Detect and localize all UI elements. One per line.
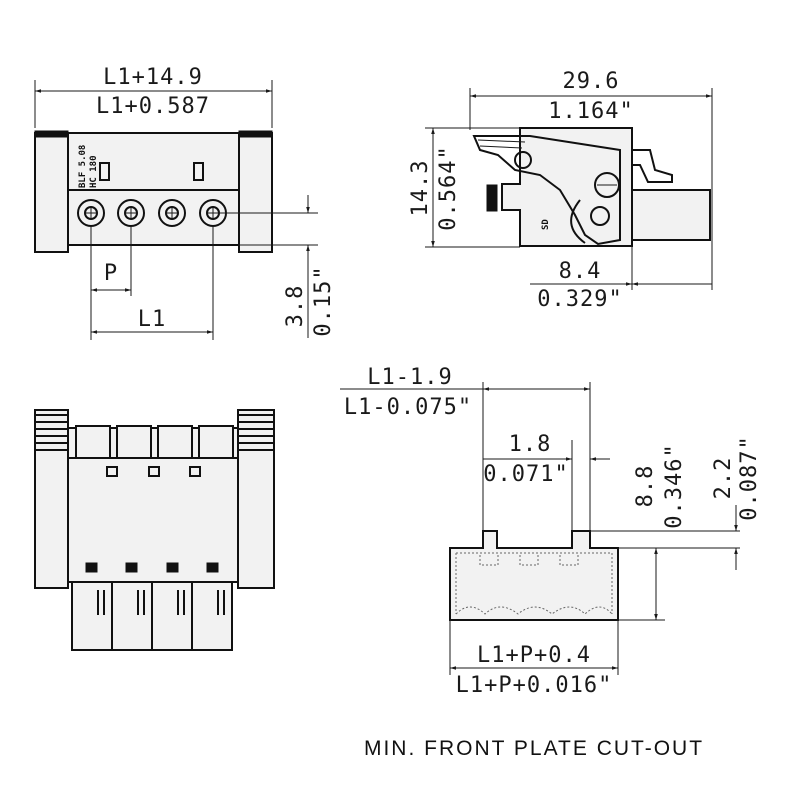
- connector-silhouette: [455, 552, 613, 615]
- window-2: [148, 466, 160, 477]
- cutout-notch-height-mm-label: 2.2: [711, 457, 736, 500]
- cutout-view: L1-1.9 L1-0.075" 1.8 0.071" 8.8 0.346" 2…: [340, 365, 762, 698]
- right-flange: [238, 132, 273, 253]
- pin-top-3: [157, 425, 193, 459]
- screw-terminal-3: [158, 199, 186, 227]
- screw-slot: [590, 206, 610, 226]
- cutout-notch-mm-label: 1.8: [509, 432, 552, 457]
- side-marking: SD: [541, 219, 551, 230]
- connector-body-side: [501, 127, 633, 247]
- cutout-width-mm-label: L1+P+0.4: [477, 643, 591, 668]
- marking-blf: BLF 5.08: [78, 145, 88, 188]
- length-label: L1: [138, 307, 167, 332]
- wire-entries: [71, 581, 233, 651]
- latch-window-right: [193, 162, 204, 181]
- cutout-notch-in-label: 0.071": [483, 462, 568, 487]
- pivot-hole: [514, 151, 532, 169]
- contact-4: [206, 562, 219, 573]
- side-depth-in-label: 0.329": [537, 287, 622, 312]
- side-width-in-label: 1.164": [548, 99, 633, 124]
- top-view: [34, 409, 275, 651]
- clamp-spring: [570, 199, 586, 244]
- front-view: L1+14.9 L1+0.587 BLF 5.08 HC 180: [34, 65, 336, 340]
- contact-1: [85, 562, 98, 573]
- side-view: 29.6 1.164" 14.3 0.564" SD 8.4 0.329": [408, 69, 713, 312]
- pin-top-2: [116, 425, 152, 459]
- window-1: [106, 466, 118, 477]
- cutout-offset-in-label: L1-0.075": [344, 395, 472, 420]
- overall-width-mm-label: L1+14.9: [103, 65, 203, 90]
- marking-hc: HC 180: [89, 155, 99, 188]
- left-flange-top: [34, 130, 69, 138]
- window-3: [189, 466, 201, 477]
- latch-window-left: [99, 162, 110, 181]
- screw-clamp-arm: [472, 135, 621, 246]
- cutout-height-mm-label: 8.8: [633, 465, 658, 508]
- pin-top-1: [75, 425, 111, 459]
- cutout-caption: MIN. FRONT PLATE CUT-OUT: [364, 737, 704, 760]
- cutout-notch-height-in-label: 0.087": [737, 435, 762, 520]
- height-mm-label: 3.8: [283, 285, 308, 328]
- pin-silhouettes: [479, 555, 579, 566]
- left-grip-ribs: [35, 414, 68, 451]
- contact-3: [166, 562, 179, 573]
- right-flange-top: [238, 130, 273, 138]
- side-height-mm-label: 14.3: [408, 160, 433, 217]
- cutout-offset-mm-label: L1-1.9: [367, 365, 452, 390]
- pin-top-4: [198, 425, 234, 459]
- left-flange: [34, 132, 69, 253]
- side-depth-mm-label: 8.4: [559, 259, 602, 284]
- contact-2: [125, 562, 138, 573]
- cutout-width-in-label: L1+P+0.016": [456, 673, 613, 698]
- cutout-height-in-label: 0.346": [662, 443, 687, 528]
- side-latch: [486, 184, 498, 212]
- plug-section: [631, 189, 711, 241]
- height-in-label: 0.15": [311, 265, 336, 336]
- overall-width-in-label: L1+0.587: [96, 94, 210, 119]
- release-lever: [632, 149, 673, 183]
- top-right-flange: [237, 409, 275, 589]
- side-width-mm-label: 29.6: [563, 69, 620, 94]
- screw-head-side: [594, 172, 620, 198]
- pitch-label: P: [104, 261, 118, 286]
- side-height-in-label: 0.564": [436, 145, 461, 230]
- cutout-outline: [449, 530, 619, 621]
- right-grip-ribs: [238, 414, 274, 451]
